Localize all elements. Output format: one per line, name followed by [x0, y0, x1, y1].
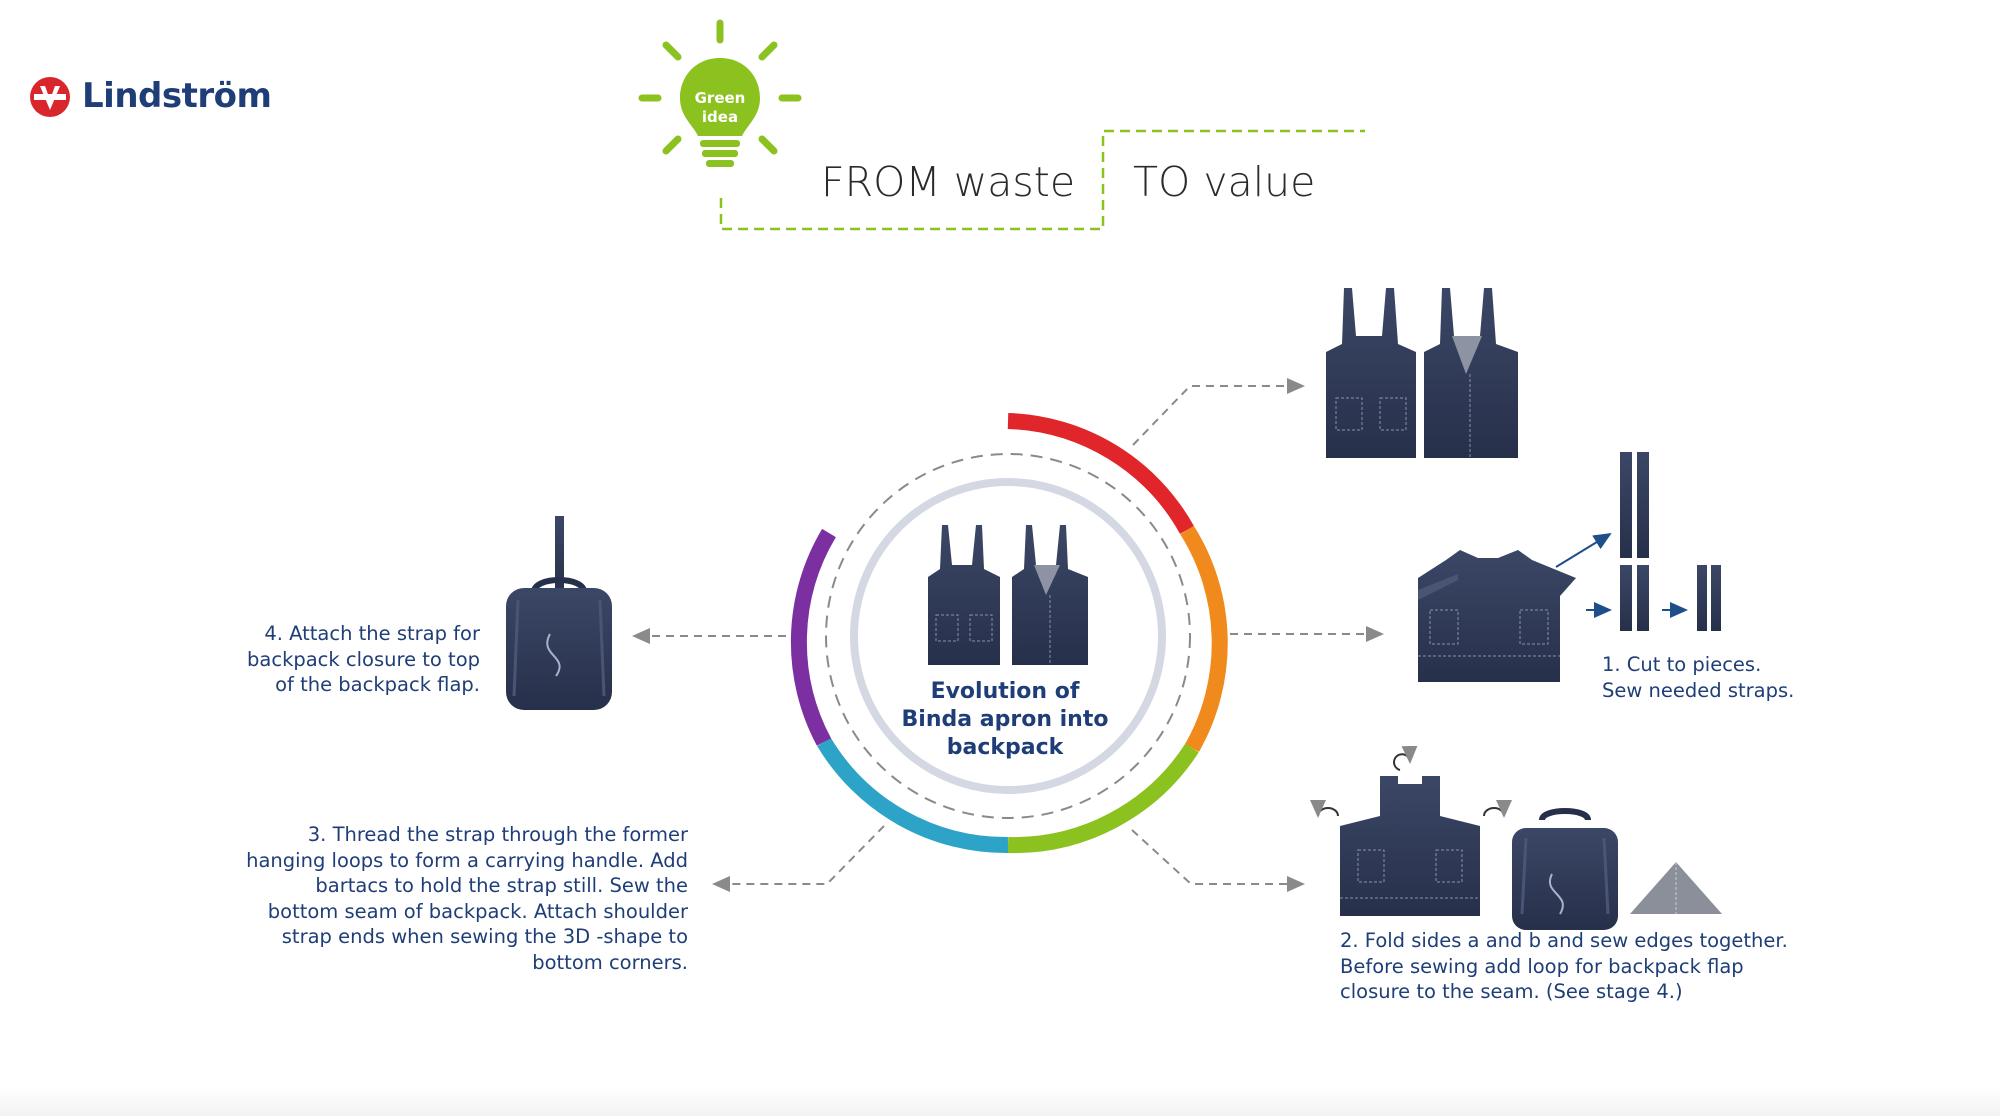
footer-strip [0, 1086, 2000, 1116]
ring-inner [850, 478, 1166, 794]
step-3-line: bartacs to hold the strap still. Sew the [315, 874, 688, 897]
headline-to: TO value [1133, 158, 1316, 206]
ring-arc-blue [817, 737, 1009, 854]
center-label-line3: backpack [946, 735, 1064, 760]
step-1-text: 1. Cut to pieces. Sew needed straps. [1602, 652, 1794, 703]
step-3-line: 3. Thread the strap through the former [307, 823, 688, 846]
ring-arc-orange [1180, 525, 1228, 752]
ring-arc-purple [790, 528, 836, 746]
center-label-line2: Binda apron into [901, 707, 1109, 732]
brand-logo: Lindström [28, 72, 272, 120]
step-2-line: Before sewing add loop for backpack flap [1340, 954, 1744, 978]
brand-name: Lindström [82, 76, 272, 116]
step-3-line: strap ends when sewing the 3D -shape to [281, 925, 688, 948]
step-1-line: 1. Cut to pieces. [1602, 653, 1762, 676]
step-4-line: 4. Attach the strap for [264, 622, 480, 645]
step-3-line: bottom corners. [532, 950, 688, 974]
step-2-line: closure to the seam. (See stage 4.) [1340, 980, 1683, 1003]
bulb-label-line1: Green [695, 89, 746, 107]
ring-arc-red [1007, 413, 1194, 534]
step-1-line: Sew needed straps. [1602, 678, 1795, 702]
lindstrom-logo-icon [30, 77, 70, 117]
apron-icon [1012, 525, 1088, 665]
step-4-line: of the backpack flap. [275, 673, 480, 696]
step-3-line: bottom seam of backpack. Attach shoulder [267, 899, 688, 923]
bulb-label-line2: idea [702, 108, 738, 126]
apron-fold-icon [1340, 776, 1480, 916]
apron-cut-icon [1418, 550, 1576, 682]
center-label-line1: Evolution of [930, 679, 1080, 704]
center-label: Evolution of Binda apron into backpack [880, 678, 1130, 762]
triangle-icon [1630, 862, 1722, 914]
step-4-line: backpack closure to top [247, 647, 480, 671]
step-2-line: 2. Fold sides a and b and sew edges toge… [1340, 929, 1788, 952]
step-4-text: 4. Attach the strap for backpack closure… [220, 621, 480, 698]
ring-dashed [825, 453, 1191, 819]
step-3-line: hanging loops to form a carrying handle.… [246, 848, 688, 872]
backpack-icon [506, 516, 612, 710]
step-3-text: 3. Thread the strap through the former h… [240, 822, 688, 975]
ring-arc-green [1007, 743, 1199, 854]
strap-icon [1620, 452, 1721, 631]
headline-frame [719, 129, 1365, 231]
apron-icon [1424, 288, 1518, 458]
lightbulb-icon: Green idea [638, 19, 802, 167]
headline-from: FROM waste [821, 158, 1076, 206]
apron-icon [928, 525, 1000, 665]
step-2-text: 2. Fold sides a and b and sew edges toge… [1340, 928, 1900, 1005]
backpack-icon [1512, 808, 1618, 930]
apron-icon [1326, 288, 1416, 458]
